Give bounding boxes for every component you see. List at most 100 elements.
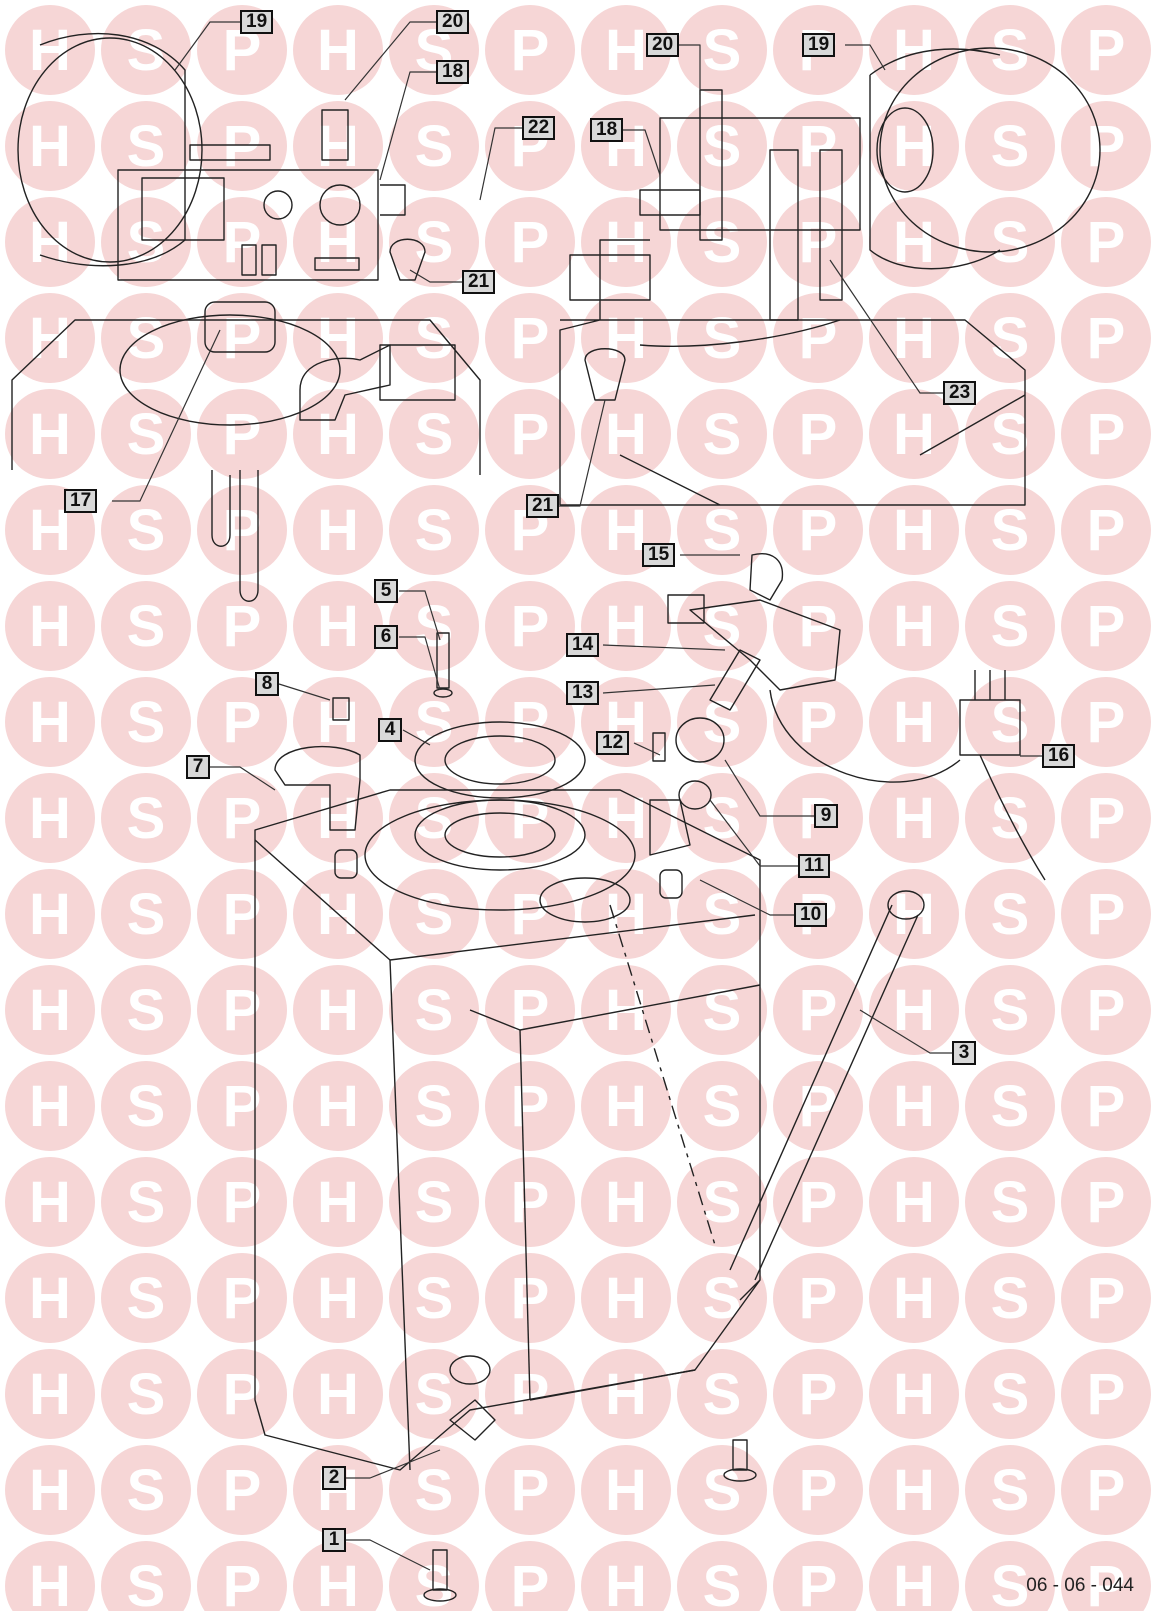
- watermark-letter: H: [605, 210, 647, 275]
- watermark-circle: [485, 5, 575, 95]
- watermark-circle: [965, 389, 1055, 479]
- leader-6: [399, 636, 441, 691]
- watermark-letter: S: [415, 1074, 454, 1139]
- watermark-circle: [869, 1157, 959, 1247]
- leader-4: [402, 729, 431, 746]
- watermark-letter: S: [703, 402, 742, 467]
- watermark-circle: [389, 1349, 479, 1439]
- callout-18: 18: [590, 118, 624, 142]
- watermark-circle: [773, 965, 863, 1055]
- watermark-circle: [1061, 1157, 1151, 1247]
- watermark-letter: S: [991, 1266, 1030, 1331]
- watermark-circle: [869, 773, 959, 863]
- watermark-letter: S: [703, 1074, 742, 1139]
- watermark-circle: [293, 965, 383, 1055]
- watermark-letter: S: [415, 1458, 454, 1523]
- callout-16: 16: [1042, 744, 1076, 768]
- watermark-letter: H: [317, 498, 359, 563]
- watermark-letter: S: [127, 594, 166, 659]
- watermark-letter: S: [991, 306, 1030, 371]
- elbow-connector-left: [299, 344, 391, 421]
- pressure-valve-left: [380, 184, 406, 216]
- vertical-pipe-1: [699, 89, 723, 241]
- watermark-letter: S: [703, 498, 742, 563]
- watermark-circle: [869, 869, 959, 959]
- watermark-circle: [197, 1349, 287, 1439]
- watermark-letter: S: [703, 1266, 742, 1331]
- watermark-letter: H: [605, 594, 647, 659]
- leader-2: [346, 1449, 441, 1479]
- watermark-circle: [101, 1253, 191, 1343]
- watermark-circle: [101, 1349, 191, 1439]
- watermark-circle: [389, 773, 479, 863]
- watermark-letter: H: [605, 786, 647, 851]
- watermark-letter: P: [799, 978, 838, 1043]
- watermark-circle: [293, 1157, 383, 1247]
- watermark-letter: P: [799, 690, 838, 755]
- watermark-letter: S: [991, 498, 1030, 563]
- tank-inlet-recess: [539, 877, 631, 923]
- tank-chamfer-front: [469, 984, 761, 1031]
- watermark-circle: [773, 197, 863, 287]
- watermark-letter: S: [991, 978, 1030, 1043]
- watermark-circle: [1061, 965, 1151, 1055]
- watermark-circle: [869, 197, 959, 287]
- watermark-circle: [197, 197, 287, 287]
- control-panel-window: [141, 177, 225, 241]
- watermark-letter: S: [703, 306, 742, 371]
- watermark-letter: H: [29, 1266, 71, 1331]
- watermark-circle: [1061, 1445, 1151, 1535]
- watermark-letter: S: [127, 210, 166, 275]
- watermark-circle: [485, 1541, 575, 1611]
- watermark-circle: [101, 677, 191, 767]
- watermark-circle: [293, 1541, 383, 1611]
- watermark-letter: P: [1087, 1266, 1126, 1331]
- watermark-letter: P: [799, 498, 838, 563]
- callout-2: 2: [322, 1466, 346, 1490]
- watermark-circle: [5, 965, 95, 1055]
- watermark-circle: [5, 1253, 95, 1343]
- vertical-pipe-3: [819, 149, 843, 301]
- watermark-letter: P: [223, 114, 262, 179]
- watermark-letter: S: [127, 498, 166, 563]
- watermark-circle: [869, 1061, 959, 1151]
- screw-12: [652, 732, 666, 762]
- watermark-letter: P: [511, 978, 550, 1043]
- watermark-circle: [389, 293, 479, 383]
- tank-boss-right: [659, 869, 683, 899]
- immersion-heater-element: [211, 470, 259, 602]
- watermark-letter: P: [1087, 498, 1126, 563]
- watermark-letter: H: [605, 18, 647, 83]
- top-right-assembly-view: [559, 47, 1101, 506]
- watermark-letter: P: [511, 1074, 550, 1139]
- vessel-flange-right: [876, 107, 934, 193]
- watermark-letter: S: [127, 978, 166, 1043]
- callout-4: 4: [378, 718, 402, 742]
- watermark-letter: S: [415, 114, 454, 179]
- watermark-circle: [293, 1349, 383, 1439]
- watermark-letter: H: [29, 18, 71, 83]
- watermark-circle: [101, 1061, 191, 1151]
- tank-boss-left: [334, 849, 358, 879]
- watermark-circle: [965, 1157, 1055, 1247]
- watermark-letter: H: [29, 1170, 71, 1235]
- watermark-letter: P: [1087, 594, 1126, 659]
- element-boss: [204, 301, 276, 353]
- watermark-letter: S: [991, 1362, 1030, 1427]
- watermark-circle: [5, 677, 95, 767]
- watermark-circle: [869, 677, 959, 767]
- watermark-letter: H: [29, 402, 71, 467]
- watermark-circle: [389, 1061, 479, 1151]
- watermark-circle: [389, 101, 479, 191]
- watermark-letter: S: [127, 1266, 166, 1331]
- watermark-circle: [581, 5, 671, 95]
- watermark-circle: [773, 1061, 863, 1151]
- leader-19a: [174, 21, 240, 71]
- watermark-letter: P: [1087, 210, 1126, 275]
- watermark-letter: H: [317, 1266, 359, 1331]
- watermark-letter: S: [127, 786, 166, 851]
- watermark-letter: S: [127, 1362, 166, 1427]
- watermark-letter: S: [127, 1074, 166, 1139]
- watermark-circle: [5, 101, 95, 191]
